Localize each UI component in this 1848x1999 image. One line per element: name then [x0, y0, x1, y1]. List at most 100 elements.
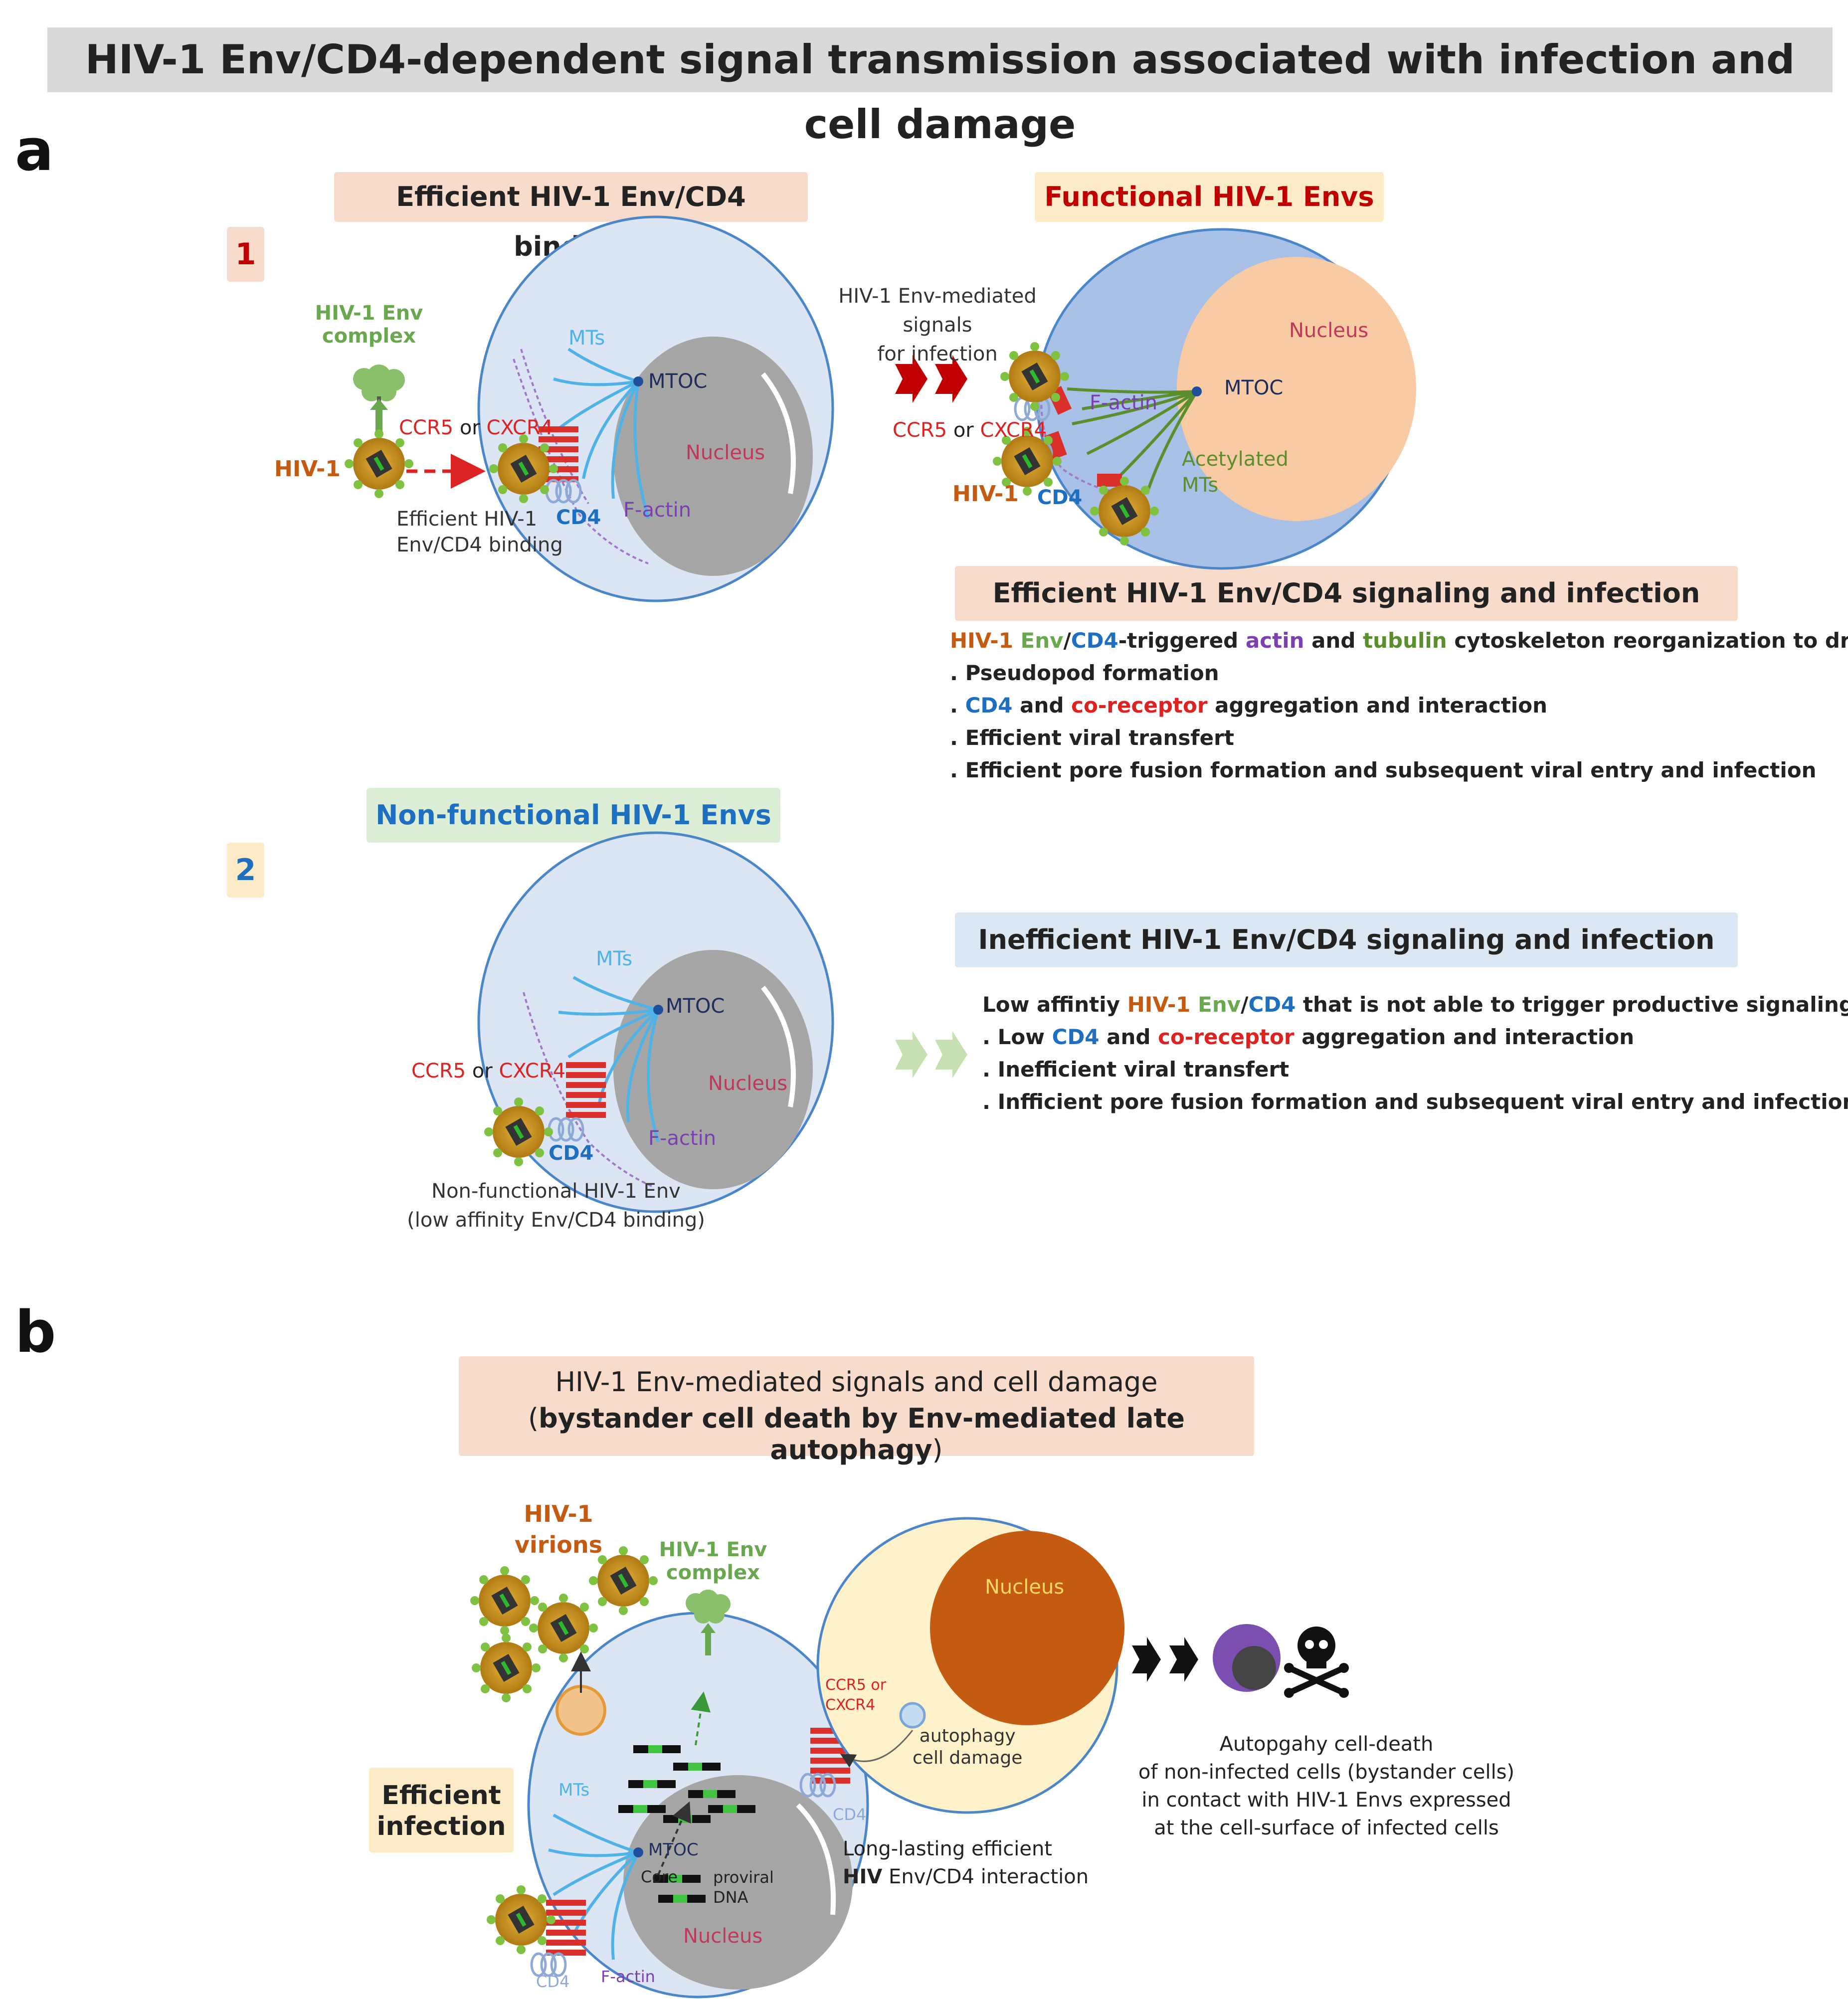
coreceptor-label: CCR5 or CXCR4 [399, 416, 554, 439]
nucleus-bystander [930, 1531, 1124, 1725]
mtoc-label: MTOC [648, 370, 708, 393]
nucleus-a1 [613, 337, 813, 576]
proviral-line1: proviral [713, 1868, 774, 1887]
inefficient-list-item: . Low CD4 and co-receptor aggregation an… [982, 1025, 1635, 1049]
nonfunctional-envs-box: Non-functional HIV-1 Envs [367, 788, 780, 843]
efficient-list-item: . CD4 and co-receptor aggregation and in… [950, 693, 1548, 718]
mts-label-2: MTs [596, 947, 633, 970]
factin-label-2: F-actin [648, 1127, 717, 1150]
efficient-list-item: . Pseudopod formation [950, 661, 1219, 685]
nonfunctional-note-line1: Non-functional HIV-1 Env [431, 1180, 681, 1203]
binding-note-line2: Env/CD4 binding [396, 534, 563, 556]
nonfunctional-env-note: Non-functional HIV-1 Env (low affinity E… [369, 1177, 743, 1235]
virions-label: HIV-1 virions [509, 1498, 608, 1560]
microtubules-b [548, 1814, 640, 1960]
longlasting-line2: HIV Env/CD4 interaction [843, 1865, 1089, 1888]
nucleus-label: Nucleus [686, 441, 765, 464]
longlasting-line1: Long-lasting efficient [843, 1837, 1052, 1860]
budding-virion [555, 1651, 606, 1736]
cell-damage-box-line1: HIV-1 Env-mediated signals and cell dama… [555, 1366, 1158, 1398]
nucleus-label-bystander: Nucleus [985, 1576, 1065, 1599]
nonfunctional-note-line2: (low affinity Env/CD4 binding) [407, 1209, 705, 1232]
nucleus-b [623, 1775, 853, 1990]
title-bar [47, 27, 1833, 92]
efficient-list-header: HIV-1 Env/CD4-triggered actin and tubuli… [950, 628, 1848, 653]
efficient-signaling-box: Efficient HIV-1 Env/CD4 signaling and in… [955, 566, 1738, 621]
acetylated-line1: Acetylated [1182, 448, 1289, 471]
nucleus-label-b: Nucleus [683, 1925, 763, 1948]
bystander-cell-b [816, 1517, 1124, 1814]
virus-icon [345, 429, 413, 498]
functional-envs-box: Functional HIV-1 Envs [1035, 172, 1384, 222]
coreceptor-label-functional: CCR5 or CXCR4 [893, 419, 1047, 442]
binding-note-line1: Efficient HIV-1 [396, 508, 538, 531]
acetylated-line2: MTs [1182, 474, 1219, 497]
autophagy-label: autophagy cell damage [913, 1725, 1022, 1769]
virus-icon [470, 1566, 539, 1635]
bystander-death-label: Autopgahy cell-death of non-infected cel… [1127, 1730, 1526, 1842]
longlasting-label: Long-lasting efficient HIV Env/CD4 inter… [843, 1835, 1089, 1891]
inefficient-signaling-box: Inefficient HIV-1 Env/CD4 signaling and … [955, 912, 1738, 967]
cell-damage-box-line2: (bystander cell death by Env-mediated la… [528, 1403, 1185, 1465]
virus-icon [1090, 477, 1159, 545]
efficient-list-item: . Efficient viral transfert [950, 726, 1234, 750]
efficient-infection-line1: Efficient [381, 1781, 501, 1811]
nucleus-a2 [613, 950, 813, 1189]
signal-arrow-green [895, 1031, 967, 1078]
efficient-signaling-list: HIV-1 Env/CD4-triggered actin and tubuli… [950, 628, 1848, 790]
cd4-label-2: CD4 [549, 1142, 594, 1165]
cell-a2 [477, 831, 834, 1213]
factin-label-functional: F-actin [1090, 391, 1158, 414]
signals-line1: HIV-1 Env-mediated signals [838, 285, 1037, 337]
cd4-label-functional: CD4 [1037, 486, 1083, 509]
acetylated-mts-label: Acetylated MTs [1182, 446, 1289, 498]
factin-label: F-actin [623, 499, 692, 522]
death-line1: Autopgahy cell-death [1219, 1733, 1434, 1756]
death-line3: in contact with HIV-1 Envs expressed [1141, 1789, 1511, 1812]
efficient-binding-note: Efficient HIV-1 Env/CD4 binding [396, 506, 563, 558]
mts-label-b: MTs [558, 1780, 590, 1800]
cell-a1 [477, 215, 834, 602]
cd4-label: CD4 [556, 506, 601, 529]
signals-line2: for infection [877, 343, 998, 365]
step-1-badge: 1 [227, 227, 264, 282]
cd4-label-b: CD4 [536, 1972, 570, 1991]
virus-icon [489, 434, 558, 503]
efficient-infection-line2: infection [376, 1812, 506, 1841]
inefficient-list-header: Low affintiy HIV-1 Env/CD4 that is not a… [982, 992, 1848, 1017]
nucleus-label-functional: Nucleus [1289, 319, 1369, 342]
signal-arrow-red [895, 355, 967, 403]
virus-icon [529, 1594, 598, 1662]
inefficient-signaling-list: Low affintiy HIV-1 Env/CD4 that is not a… [982, 992, 1848, 1122]
panel-letter-b: b [15, 1299, 56, 1366]
coreceptor-b-line1: CCR5 or [825, 1676, 887, 1694]
hiv1-label: HIV-1 [274, 456, 341, 482]
virions-line1: HIV-1 [524, 1500, 593, 1527]
hiv1-label-functional: HIV-1 [952, 481, 1019, 507]
death-line2: of non-infected cells (bystander cells) [1138, 1761, 1515, 1784]
mtoc-dot [633, 376, 643, 386]
nucleus-a1-functional [1177, 257, 1416, 521]
mtoc-label-b: MTOC [648, 1840, 699, 1860]
coreceptor-b-line2: CXCR4 [825, 1696, 876, 1714]
virus-icon [484, 1097, 553, 1166]
microtubules-a2 [558, 976, 660, 1142]
env-complex-b-line1: HIV-1 Env [659, 1538, 767, 1561]
acetylated-microtubules [1067, 387, 1198, 494]
inefficient-list-item: . Infficient pore fusion formation and s… [982, 1090, 1848, 1114]
mts-label: MTs [568, 327, 605, 350]
core-label: Core [641, 1867, 678, 1886]
death-line4: at the cell-surface of infected cells [1154, 1817, 1499, 1839]
dying-cell-icon [1213, 1624, 1281, 1692]
efficient-list-item: . Efficient pore fusion formation and su… [950, 758, 1817, 782]
env-complex-b [686, 1590, 731, 1655]
autophagy-line2: cell damage [913, 1748, 1023, 1768]
mtoc-label-2: MTOC [666, 995, 725, 1018]
panel-letter-a: a [15, 117, 54, 184]
factin-label-b: F-actin [601, 1967, 655, 1986]
virions-line2: virions [515, 1531, 602, 1558]
env-complex-b-line2: complex [666, 1561, 760, 1584]
virus-icon [487, 1885, 555, 1954]
death-arrow [1132, 1637, 1198, 1682]
